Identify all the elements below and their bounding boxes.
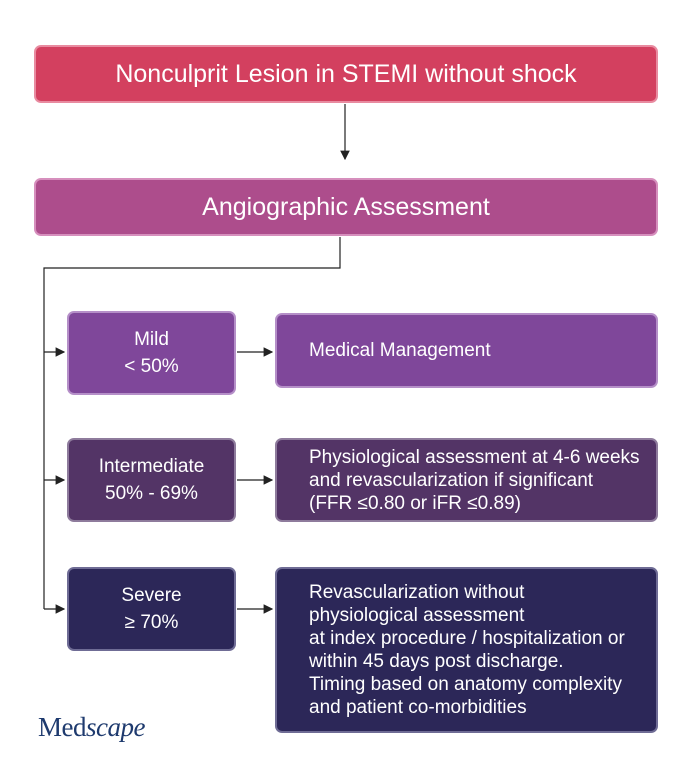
severity-severe-node: Severe ≥ 70% bbox=[67, 567, 236, 651]
outcome-line: Revascularization without bbox=[309, 582, 525, 603]
severity-range: ≥ 70% bbox=[124, 612, 179, 633]
severity-mild-node: Mild < 50% bbox=[67, 311, 236, 395]
outcome-line: and revascularization if significant bbox=[309, 469, 594, 491]
outcome-severe-node: Revascularization without physiological … bbox=[275, 567, 658, 733]
medscape-logo: Medscape bbox=[38, 712, 145, 742]
severity-label: Intermediate bbox=[98, 456, 205, 477]
branch-line bbox=[43, 237, 341, 609]
outcome-line: at index procedure / hospitalization or bbox=[309, 628, 625, 649]
severity-range: 50% - 69% bbox=[105, 483, 198, 504]
severity-intermediate-node: Intermediate 50% - 69% bbox=[67, 438, 236, 522]
severity-label: Severe bbox=[121, 585, 182, 606]
top-node-title: Nonculprit Lesion in STEMI without shock bbox=[115, 59, 577, 88]
outcome-intermediate-node: Physiological assessment at 4-6 weeks an… bbox=[275, 438, 658, 522]
outcome-line: Timing based on anatomy complexity bbox=[309, 674, 622, 695]
severity-range: < 50% bbox=[124, 356, 179, 377]
assessment-node: Angiographic Assessment bbox=[34, 178, 658, 236]
outcome-line: Medical Management bbox=[309, 340, 491, 361]
outcome-mild-node: Medical Management bbox=[275, 313, 658, 388]
outcome-line: physiological assessment bbox=[309, 605, 525, 626]
outcome-line: Physiological assessment at 4-6 weeks bbox=[309, 446, 640, 468]
severity-label: Mild bbox=[134, 329, 169, 350]
assessment-node-title: Angiographic Assessment bbox=[202, 192, 490, 221]
outcome-line: and patient co-morbidities bbox=[309, 697, 527, 718]
outcome-line: (FFR ≤0.80 or iFR ≤0.89) bbox=[309, 492, 521, 514]
outcome-line: within 45 days post discharge. bbox=[309, 651, 564, 672]
top-node: Nonculprit Lesion in STEMI without shock bbox=[34, 45, 658, 103]
